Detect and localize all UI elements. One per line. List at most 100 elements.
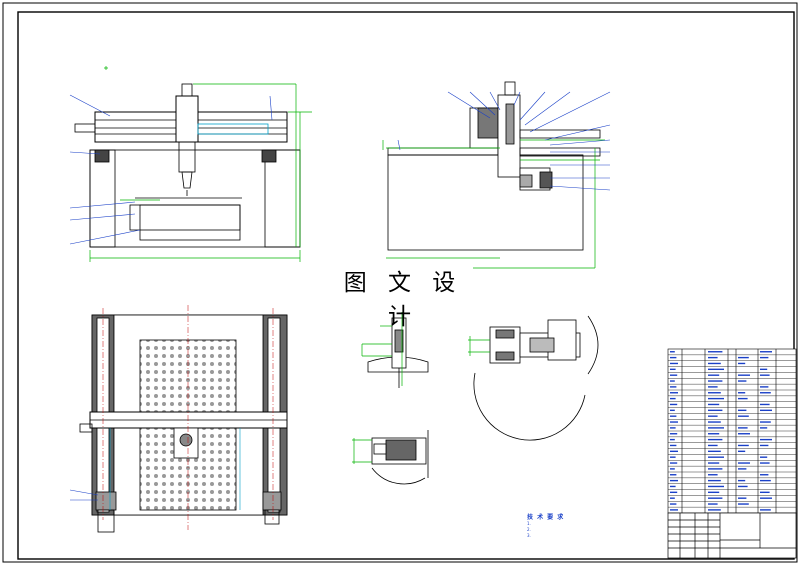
parts-list-entry-mark (670, 421, 678, 423)
parts-list-entry-mark (670, 438, 675, 441)
parts-list-entry-mark (670, 444, 677, 447)
parts-list-entries (670, 351, 772, 511)
detail-view-b (367, 317, 429, 388)
parts-list-entry-mark (760, 438, 772, 441)
parts-list-entry-mark (708, 444, 718, 447)
detail-b-outline (361, 312, 403, 386)
plan-view (79, 314, 288, 533)
parts-list-entry-mark (670, 456, 676, 458)
parts-list-entry-mark (670, 368, 676, 371)
parts-list-entry-mark (760, 351, 772, 353)
side-view (387, 81, 601, 251)
parts-list-entry-mark (708, 497, 723, 499)
parts-list-rows (668, 354, 796, 508)
parts-list-entry-mark (760, 421, 771, 423)
parts-list-entry-mark (708, 450, 721, 453)
parts-list-entry-mark (708, 392, 721, 394)
parts-list-entry-mark (738, 380, 747, 382)
title-block-drawing-name (727, 526, 757, 536)
parts-list-entry-mark (738, 433, 750, 435)
parts-list-entry-mark (760, 456, 768, 458)
parts-list-entry-mark (738, 392, 746, 394)
parts-list-entry-mark (738, 362, 746, 365)
parts-list-entry-mark (670, 403, 678, 406)
plan-view-hidden-lines (109, 428, 241, 510)
plan-view-centerlines (102, 305, 274, 530)
parts-list-entry-mark (708, 409, 723, 412)
parts-list-entry-mark (708, 485, 724, 488)
parts-list-entry-mark (708, 421, 721, 423)
parts-list-entry-mark (670, 491, 678, 494)
parts-list-entry-mark (760, 479, 771, 482)
plan-view-leaders (69, 489, 99, 501)
parts-list-entry-mark (760, 403, 770, 406)
parts-list-entry-mark (760, 374, 770, 376)
parts-list-entry-mark (670, 397, 676, 400)
front-view-dimensions (89, 66, 312, 262)
parts-list-entry-mark (708, 479, 721, 482)
detail-d-dimensions (352, 438, 372, 464)
front-view-leaders (69, 94, 273, 245)
parts-list-entry-mark (670, 380, 675, 382)
parts-list-entry-mark (708, 368, 724, 371)
detail-c-dimensions (468, 336, 490, 356)
technical-notes-title: 技 术 要 求 (527, 514, 565, 521)
parts-list-entry-mark (670, 351, 675, 353)
parts-list-entry-mark (708, 397, 724, 400)
parts-list-entry-mark (670, 474, 677, 476)
side-view-leaders (397, 91, 611, 191)
parts-list-entry-mark (738, 503, 749, 505)
parts-list-entry-mark (708, 415, 718, 417)
parts-list-entry-mark (670, 356, 677, 359)
technical-note-2: 2. (527, 527, 531, 532)
title-block-drawing-number (764, 532, 792, 542)
parts-list-entry-mark (738, 462, 750, 464)
parts-list-entry-mark (760, 491, 770, 494)
parts-list-entry-mark (708, 356, 718, 359)
parts-list-entry-mark (708, 374, 720, 376)
parts-list-entry-mark (670, 415, 677, 417)
watermark-title: 图 文 设 计 (333, 266, 473, 330)
parts-list-entry-mark (760, 392, 771, 394)
title-block (667, 512, 797, 559)
parts-list-entry-mark (670, 468, 675, 470)
parts-list-entry-mark (738, 444, 749, 447)
parts-list-entry-mark (708, 362, 721, 365)
parts-list-entry-mark (708, 403, 720, 406)
parts-list-entry-mark (670, 427, 676, 429)
parts-list-entry-mark (738, 356, 749, 359)
parts-list-entry-mark (670, 450, 678, 453)
inner-frame (17, 11, 795, 560)
parts-list-entry-mark (738, 485, 748, 488)
detail-view-c (473, 315, 599, 441)
parts-list-entry-mark (738, 374, 750, 376)
parts-list-entry-mark (738, 450, 746, 453)
parts-list-entry-mark (760, 386, 769, 388)
parts-list-entry-mark (670, 392, 678, 394)
parts-list-entry-mark (738, 468, 747, 470)
parts-list-entry-mark (708, 468, 723, 470)
front-view-hidden-lines (197, 123, 269, 135)
parts-list-entry-mark (708, 456, 724, 458)
parts-list-entry-mark (760, 368, 768, 371)
parts-list-entry-mark (708, 503, 718, 505)
parts-list-entry-mark (670, 374, 678, 376)
parts-list-entry-mark (760, 427, 768, 429)
parts-list-entry-mark (760, 409, 772, 412)
parts-list-entry-mark (708, 462, 720, 464)
front-view (74, 83, 301, 248)
parts-list-entry-mark (670, 479, 678, 482)
parts-list-entry-mark (738, 479, 746, 482)
parts-list-entry-mark (738, 397, 748, 400)
parts-list-entry-mark (760, 497, 772, 499)
parts-list-entry-mark (708, 351, 723, 353)
parts-list-entry-mark (708, 380, 723, 382)
parts-list-entry-mark (738, 427, 748, 429)
parts-list-entry-mark (670, 462, 678, 464)
parts-list-entry-mark (738, 415, 749, 417)
parts-list-entry-mark (670, 362, 678, 365)
parts-list-entry-mark (670, 497, 675, 499)
parts-list-entry-mark (670, 409, 675, 412)
